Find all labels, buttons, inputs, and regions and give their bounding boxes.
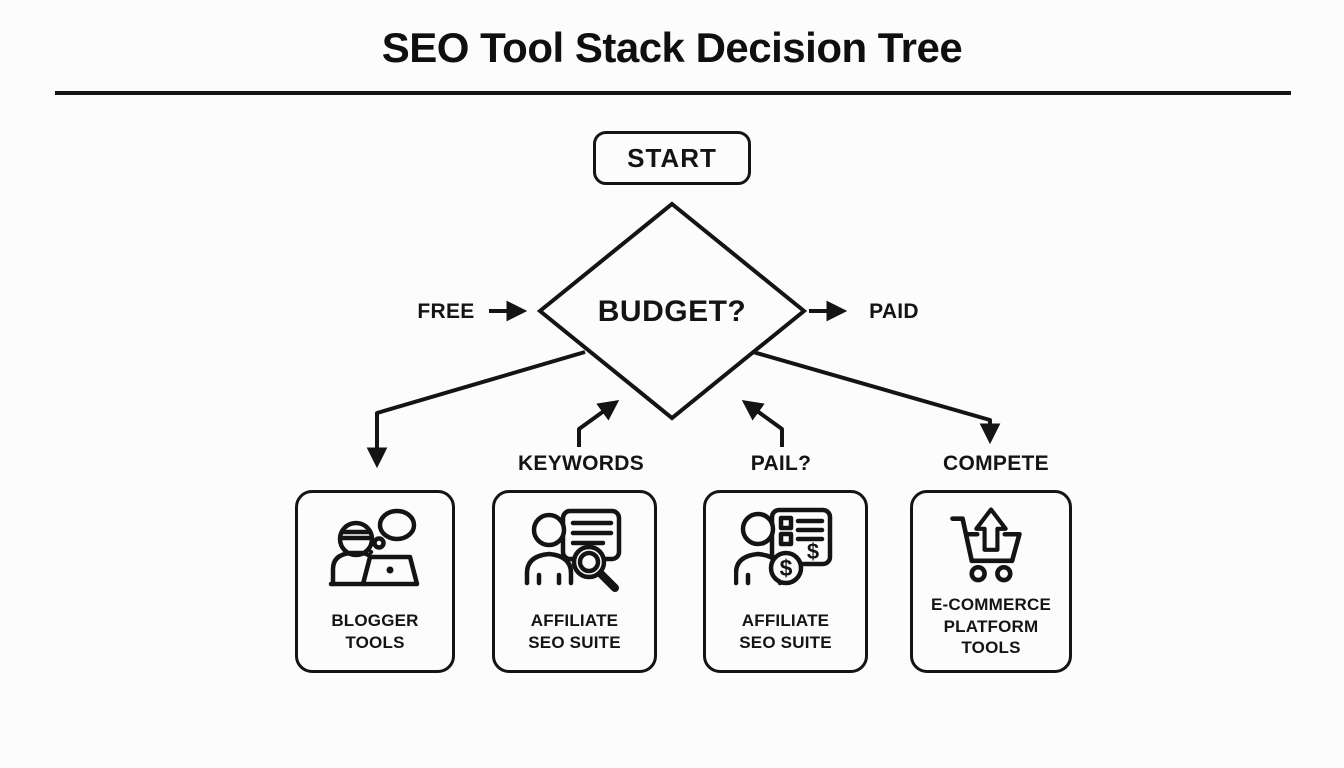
- outcome-label: E-COMMERCE PLATFORM TOOLS: [930, 594, 1052, 658]
- outcome-box-blogger-tools: BLOGGER TOOLS: [295, 490, 455, 673]
- pail-arrow: [741, 399, 784, 447]
- edge-label-pail: PAIL?: [750, 452, 812, 475]
- affiliate-money-icon: $ $: [710, 503, 861, 603]
- decision-node-label: BUDGET?: [597, 295, 747, 328]
- affiliate-search-icon: [499, 503, 650, 603]
- svg-text:$: $: [779, 555, 792, 581]
- start-node: START: [593, 131, 751, 185]
- edge-label-compete: COMPETE: [943, 452, 1049, 475]
- outcome-box-affiliate-seo-money: $ $ AFFILIATE SEO SUITE: [703, 490, 868, 673]
- outcome-label: AFFILIATE SEO SUITE: [739, 610, 832, 652]
- svg-text:$: $: [806, 539, 818, 564]
- keywords-arrow: [577, 399, 620, 447]
- outcome-label: BLOGGER TOOLS: [331, 610, 419, 652]
- page-title: SEO Tool Stack Decision Tree: [381, 24, 963, 71]
- outcome-box-affiliate-seo-search: AFFILIATE SEO SUITE: [492, 490, 657, 673]
- edge-label-free: FREE: [417, 300, 475, 323]
- decision-diamond: [536, 201, 808, 421]
- start-node-label: START: [627, 142, 717, 173]
- edge-label-paid: PAID: [869, 300, 919, 323]
- title-divider: [55, 91, 1291, 95]
- blogger-laptop-icon: [302, 503, 448, 603]
- branch-arrow-left: [366, 350, 586, 469]
- outcome-box-ecommerce-tools: E-COMMERCE PLATFORM TOOLS: [910, 490, 1072, 673]
- branch-arrow-right: [752, 350, 1001, 445]
- ecommerce-cart-icon: [917, 503, 1065, 593]
- outcome-label: AFFILIATE SEO SUITE: [528, 610, 621, 652]
- edge-label-keywords: KEYWORDS: [517, 452, 645, 475]
